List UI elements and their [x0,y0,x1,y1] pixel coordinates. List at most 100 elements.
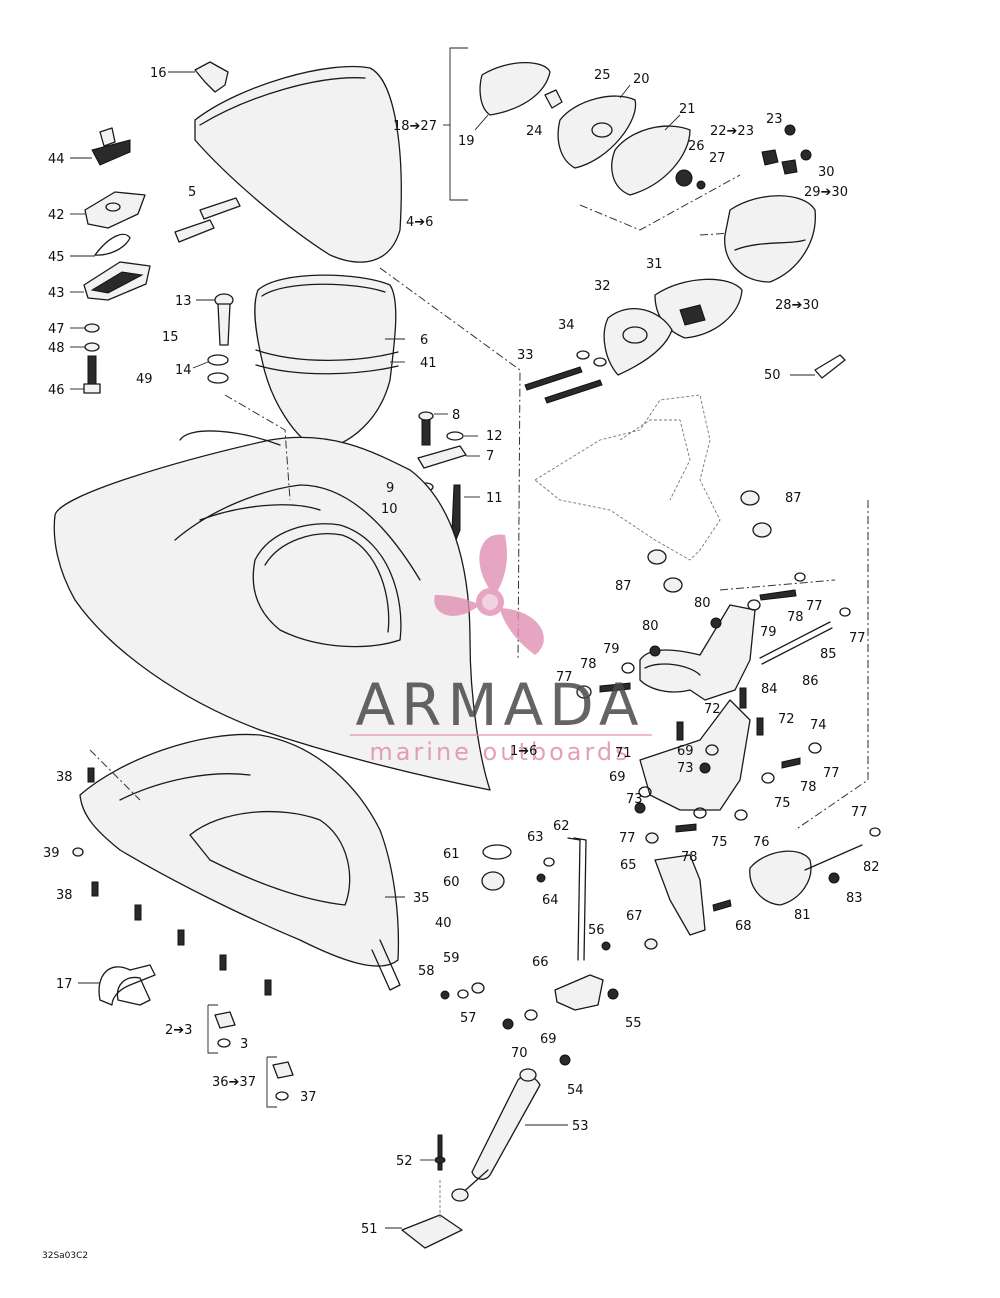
callout-87a: 87 [785,491,802,506]
storage-bin [254,274,405,451]
callout-11: 11 [486,491,503,506]
clips-22-30 [761,124,812,175]
callout-57: 57 [460,1011,477,1026]
callout-81: 81 [794,908,811,923]
bracket-66 [554,974,604,1011]
callout-6: 6 [420,333,428,348]
bracket-65 [654,854,706,936]
callout-73b: 73 [626,792,643,807]
callout-16: 16 [150,66,167,81]
callout-27: 27 [709,151,726,166]
callout-63: 63 [527,830,544,845]
bracket-44 [70,127,131,166]
callout-14: 14 [175,363,192,378]
callout-1: 1➔6 [510,744,537,759]
callout-47: 47 [48,322,65,337]
callout-72a: 72 [704,702,721,717]
callout-19: 19 [458,134,475,149]
callout-75b: 75 [711,835,728,850]
callout-77e: 77 [851,805,868,820]
grommet-60-61 [481,844,512,891]
watermark-logo [434,534,544,655]
callouts: 16 44 42 45 43 47 48 46 49 5 4➔6 13 15 1… [43,66,880,1237]
callout-61: 61 [443,847,460,862]
screws-lower [72,767,272,996]
bracket-71 [639,699,751,811]
callout-38b: 38 [56,888,73,903]
callout-59: 59 [443,951,460,966]
callout-40: 40 [435,916,452,931]
callout-83: 83 [846,891,863,906]
callout-5: 5 [188,185,196,200]
callout-46: 46 [48,383,65,398]
callout-80b: 80 [642,619,659,634]
callout-12: 12 [486,429,503,444]
callout-44: 44 [48,152,65,167]
callout-64: 64 [542,893,559,908]
strips-5 [174,197,241,243]
callout-68: 68 [735,919,752,934]
bracket-81 [749,844,863,906]
callout-79a: 79 [760,625,777,640]
callout-28: 28➔30 [775,298,819,313]
callout-86: 86 [802,674,819,689]
frame-outline [534,394,721,561]
callout-78a: 78 [787,610,804,625]
callout-76: 76 [753,835,770,850]
bolt-13 [196,293,234,346]
callout-84: 84 [761,682,778,697]
callout-23: 23 [766,112,783,127]
mirror-19 [474,62,551,131]
mirror-group-bracket [443,47,468,201]
callout-70: 70 [511,1046,528,1061]
callout-65: 65 [620,858,637,873]
watermark-brand: ARMADA [355,671,644,739]
callout-37: 37 [300,1090,317,1105]
mirror-housing-31 [654,278,743,339]
grommets-87 [647,490,772,593]
callout-35: 35 [413,891,430,906]
callout-60: 60 [443,875,460,890]
callout-82: 82 [863,860,880,875]
gas-spring-53 [451,1068,568,1202]
callout-22: 22➔23 [710,124,754,139]
callout-8: 8 [452,408,460,423]
callout-21: 21 [679,102,696,117]
callout-56: 56 [588,923,605,938]
hose-17 [78,964,156,1006]
callout-48: 48 [48,341,65,356]
callout-74: 74 [810,718,827,733]
callout-52: 52 [396,1154,413,1169]
callout-69c: 69 [540,1032,557,1047]
callout-67: 67 [626,909,643,924]
washers-14 [192,354,229,384]
bolts-33-34 [524,350,607,404]
diagram-code: 32Sa03C2 [42,1251,88,1261]
callout-45: 45 [48,250,65,265]
callout-2: 2➔3 [165,1023,192,1038]
callout-25: 25 [594,68,611,83]
mirror-housing-28 [724,195,816,283]
callout-66: 66 [532,955,549,970]
washer-47 [70,323,100,333]
callout-77d: 77 [823,766,840,781]
callout-77b: 77 [849,631,866,646]
callout-85: 85 [820,647,837,662]
callout-77c: 77 [556,670,573,685]
bracket-51 [385,1180,463,1249]
nut-set-36-37 [266,1056,294,1108]
callout-75a: 75 [774,796,791,811]
callout-71: 71 [615,746,632,761]
callout-13: 13 [175,294,192,309]
callout-24: 24 [526,124,543,139]
small-hardware-right [576,572,881,912]
pivot-hardware [440,857,658,1066]
mirror-parts-20-27 [544,84,706,196]
callout-78c: 78 [800,780,817,795]
callout-69a: 69 [677,744,694,759]
callout-73a: 73 [677,761,694,776]
callout-51: 51 [361,1222,378,1237]
lower-hull [79,733,405,991]
callout-31: 31 [646,257,663,272]
rod-85 [759,621,833,665]
